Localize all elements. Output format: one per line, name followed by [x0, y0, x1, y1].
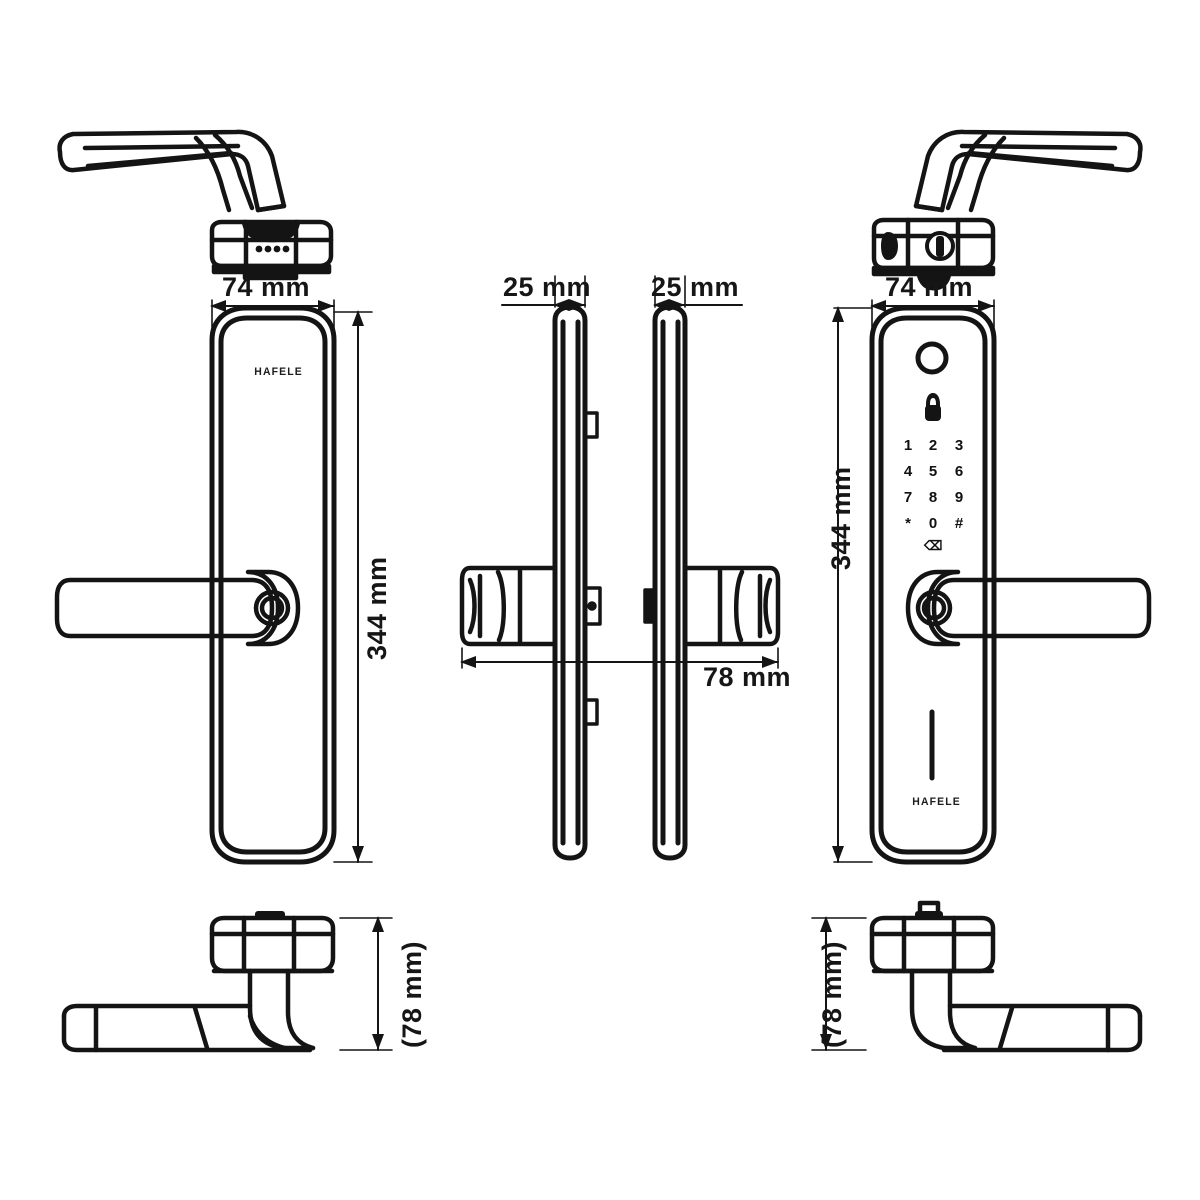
dimension-label-width-interior: 74 mm [222, 272, 311, 302]
keypad-key-9[interactable]: 9 [954, 489, 964, 506]
logo-exterior: HAFELE [912, 796, 961, 808]
dimension-label-height-interior: 344 mm [362, 556, 392, 660]
keypad-key-4[interactable]: 4 [903, 463, 913, 480]
keypad-key-6[interactable]: 6 [954, 463, 964, 480]
keypad-key-1[interactable]: 1 [903, 437, 913, 454]
keypad-key-0[interactable]: 0 [928, 515, 938, 532]
dimension-label-thickness-left: 25 mm [503, 272, 592, 302]
keypad-key-delete[interactable]: ⌫ [924, 538, 943, 553]
padlock-icon [925, 393, 941, 421]
keypad-key-star[interactable]: * [905, 515, 911, 532]
dimension-label-projection-top-right: (78 mm) [817, 940, 847, 1048]
keypad-key-5[interactable]: 5 [928, 463, 938, 480]
view-interior-panel [54, 129, 337, 865]
side-connector-tabs [583, 411, 602, 726]
view-side-right [643, 304, 781, 861]
dimension-lines [210, 275, 995, 1051]
key-cylinder [925, 231, 955, 261]
keypad-key-2[interactable]: 2 [928, 437, 938, 454]
view-handle-top-left [61, 911, 336, 1053]
view-exterior-panel [869, 129, 1152, 865]
status-dots [255, 245, 290, 253]
fingerprint-sensor [915, 341, 949, 375]
keypad-key-3[interactable]: 3 [954, 437, 964, 454]
dimension-label-height-exterior: 344 mm [826, 466, 856, 570]
dimension-label-thickness-right: 25 mm [651, 272, 740, 302]
dimension-label-projection-top-left: (78 mm) [397, 940, 427, 1048]
dimension-label-width-exterior: 74 mm [885, 272, 974, 302]
view-handle-top-right [869, 900, 1143, 1053]
keypad-key-hash[interactable]: # [954, 515, 964, 532]
cover-slot [881, 232, 898, 260]
keypad-key-8[interactable]: 8 [928, 489, 938, 506]
keypad-key-7[interactable]: 7 [903, 489, 913, 506]
dimension-label-projection-handle: 78 mm [703, 662, 792, 692]
logo-interior: HAFELE [254, 366, 303, 378]
view-side-left [459, 304, 602, 861]
